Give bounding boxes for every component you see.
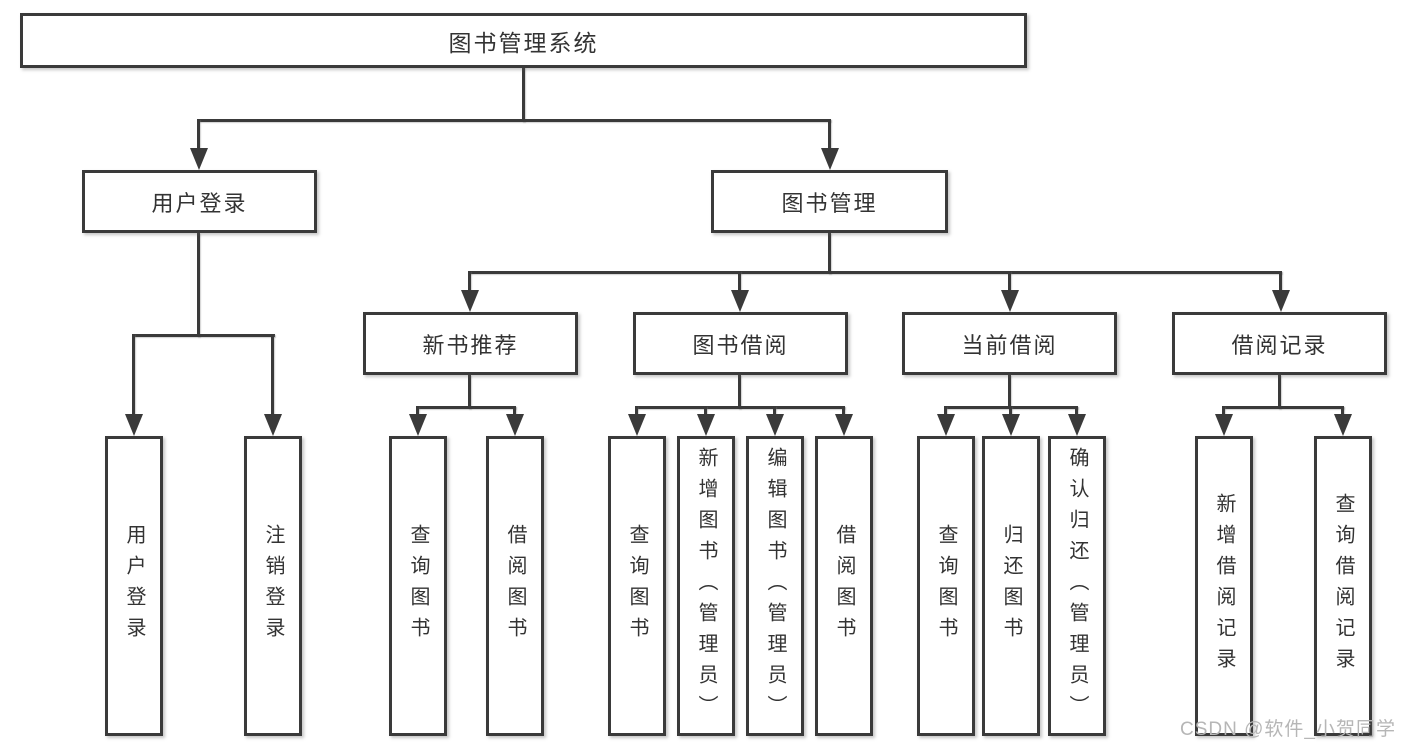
connector-leaf-shaft (944, 406, 947, 416)
node-label: 图书管理系统 (448, 29, 599, 56)
arrow-down-icon (461, 290, 479, 312)
connector-book-mgmt-stem (828, 233, 831, 274)
connector-bookborrow-stem (738, 375, 741, 409)
leaf-label: 查询图书 (626, 524, 648, 648)
arrow-down-icon (409, 414, 427, 436)
leaf-borrow-edit-admin: 编辑图书（管理员） (746, 436, 804, 736)
arrow-down-icon (125, 414, 143, 436)
leaf-label: 新增借阅记录 (1213, 493, 1235, 679)
arrow-down-icon (835, 414, 853, 436)
node-book-borrow: 图书借阅 (633, 312, 848, 375)
leaf-label: 归还图书 (1000, 524, 1022, 648)
connector-book-mgmt-shaft (828, 119, 831, 150)
node-label: 当前借阅 (961, 332, 1058, 358)
arrow-down-icon (1272, 290, 1290, 312)
leaf-label: 借阅图书 (833, 524, 855, 648)
connector-user-login-stem (197, 233, 200, 337)
connector-borrowrecord-stem (1278, 375, 1281, 409)
node-borrow-record: 借阅记录 (1172, 312, 1387, 375)
arrow-down-icon (190, 148, 208, 170)
node-library-management-system: 图书管理系统 (20, 13, 1027, 68)
connector-level3-shaft (1008, 271, 1011, 292)
connector-leaf-shaft (1009, 406, 1012, 416)
node-user-login: 用户登录 (82, 170, 317, 233)
arrow-down-icon (937, 414, 955, 436)
connector-leaf-shaft (635, 406, 638, 416)
leaf-label: 新增图书（管理员） (695, 446, 717, 726)
connector-leaf-shaft (1075, 406, 1078, 416)
arrow-down-icon (1215, 414, 1233, 436)
leaf-label: 确认归还（管理员） (1066, 446, 1088, 726)
leaf-current-return: 归还图书 (982, 436, 1040, 736)
arrow-down-icon (1001, 290, 1019, 312)
arrow-down-icon (506, 414, 524, 436)
connector-newbook-stem (468, 375, 471, 409)
leaf-borrow-add-admin: 新增图书（管理员） (677, 436, 735, 736)
leaf-record-query: 查询借阅记录 (1314, 436, 1372, 736)
connector-user-login-rail (132, 334, 275, 337)
connector-level3-shaft (738, 271, 741, 292)
connector-leaf-shaft (773, 406, 776, 416)
leaf-label: 查询图书 (407, 524, 429, 648)
connector-leaf-shaft (842, 406, 845, 416)
connector-currentborrow-stem (1008, 375, 1011, 409)
connector-leaf-shaft (271, 334, 274, 416)
connector-leaf-shaft (704, 406, 707, 416)
node-label: 新书推荐 (422, 332, 519, 358)
node-label: 用户登录 (151, 190, 248, 216)
leaf-label: 编辑图书（管理员） (764, 446, 786, 726)
node-new-book-recommend: 新书推荐 (363, 312, 578, 375)
leaf-newbook-query: 查询图书 (389, 436, 447, 736)
node-current-borrow: 当前借阅 (902, 312, 1117, 375)
leaf-label: 注销登录 (262, 524, 284, 648)
leaf-label: 查询图书 (935, 524, 957, 648)
connector-level2-rail (197, 119, 831, 122)
connector-level3-shaft (1279, 271, 1282, 292)
connector-level3-shaft (468, 271, 471, 292)
leaf-record-add: 新增借阅记录 (1195, 436, 1253, 736)
node-label: 图书管理 (781, 190, 878, 216)
node-label: 图书借阅 (692, 332, 789, 358)
connector-leaf-shaft (416, 406, 419, 416)
leaf-label: 借阅图书 (504, 524, 526, 648)
arrow-down-icon (766, 414, 784, 436)
leaf-user-login: 用户登录 (105, 436, 163, 736)
connector-leaf-shaft (513, 406, 516, 416)
leaf-logout: 注销登录 (244, 436, 302, 736)
connector-root-stem (522, 67, 525, 122)
arrow-down-icon (1068, 414, 1086, 436)
connector-newbook-rail (416, 406, 516, 409)
arrow-down-icon (731, 290, 749, 312)
arrow-down-icon (1002, 414, 1020, 436)
leaf-current-query: 查询图书 (917, 436, 975, 736)
arrow-down-icon (1334, 414, 1352, 436)
arrow-down-icon (697, 414, 715, 436)
connector-bookborrow-rail (635, 406, 845, 409)
leaf-label: 查询借阅记录 (1332, 493, 1354, 679)
leaf-borrow-borrow: 借阅图书 (815, 436, 873, 736)
leaf-newbook-borrow: 借阅图书 (486, 436, 544, 736)
connector-leaf-shaft (1341, 406, 1344, 416)
connector-borrowrecord-rail (1222, 406, 1344, 409)
leaf-label: 用户登录 (123, 524, 145, 648)
arrow-down-icon (264, 414, 282, 436)
connector-leaf-shaft (1222, 406, 1225, 416)
csdn-watermark: CSDN @软件_小贺同学 (1180, 719, 1396, 740)
node-label: 借阅记录 (1231, 332, 1328, 358)
node-book-management: 图书管理 (711, 170, 948, 233)
leaf-current-confirm-admin: 确认归还（管理员） (1048, 436, 1106, 736)
arrow-down-icon (628, 414, 646, 436)
connector-leaf-shaft (132, 334, 135, 416)
leaf-borrow-query: 查询图书 (608, 436, 666, 736)
connector-level3-rail (468, 271, 1282, 274)
connector-user-login-shaft (197, 119, 200, 150)
arrow-down-icon (821, 148, 839, 170)
